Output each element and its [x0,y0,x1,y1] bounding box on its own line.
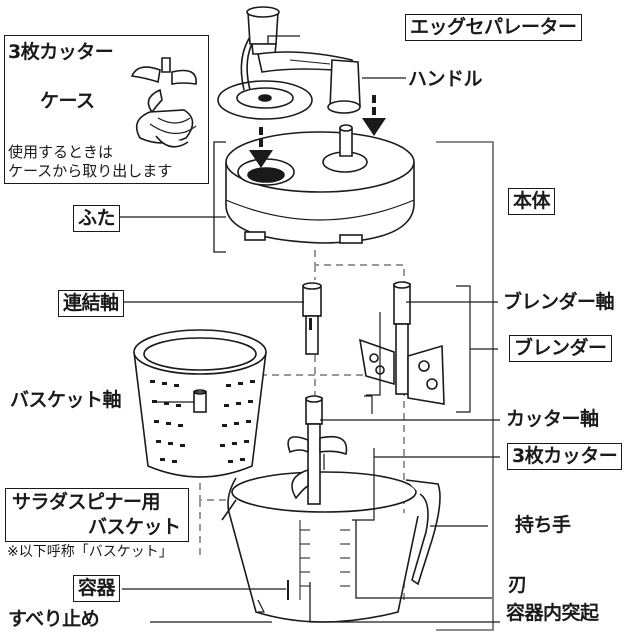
cutter-illustration [287,395,375,521]
container-label: 容器 [73,575,121,602]
basket-illustration [133,329,267,478]
blender-label: ブレンダー [509,335,612,362]
blender-illustration [358,281,471,413]
blade-label: 刃 [508,574,527,596]
basket-note: ※以下呼称「バスケット」 [7,544,173,560]
basket-shaft-label: バスケット軸 [10,389,122,411]
inset-note-line1: 使用するときは [8,143,114,161]
anti-slip-label: すべり止め [8,608,100,630]
lid-bracket [213,141,226,253]
coupling-shaft-label: 連結軸 [58,290,124,317]
assembly-arrows [249,95,386,168]
container-illustration [221,471,441,623]
inset-title: 3枚カッター [8,41,114,63]
leader-lines [116,35,500,623]
lid-illustration [225,124,415,244]
cutter-shaft-label: カッター軸 [506,408,599,430]
inset-note-line2: ケースから取り出します [8,162,173,180]
egg-separator-label: エッグセパレーター [405,14,582,41]
inset-panel [4,35,209,184]
coupling-shaft-illustration [302,282,322,355]
lid-label: ふた [73,205,121,232]
salad-spinner-label-line2: バスケット [88,516,181,538]
handle-label: ハンドル [408,68,483,90]
grip-label: 持ち手 [515,514,571,536]
main-body-bracket [436,141,494,631]
three-blade-cutter-label: 3枚カッター [507,443,623,470]
blender-shaft-label: ブレンダー軸 [503,291,615,313]
salad-spinner-label-box [5,488,189,542]
inset-case-label: ケース [40,90,95,112]
main-body-label: 本体 [508,188,556,215]
egg-separator-illustration [217,33,313,120]
salad-spinner-label-line1: サラダスピナー用 [12,491,161,513]
inset-cutter-illustration [130,57,197,148]
container-protrusion-label: 容器内突起 [506,602,599,624]
